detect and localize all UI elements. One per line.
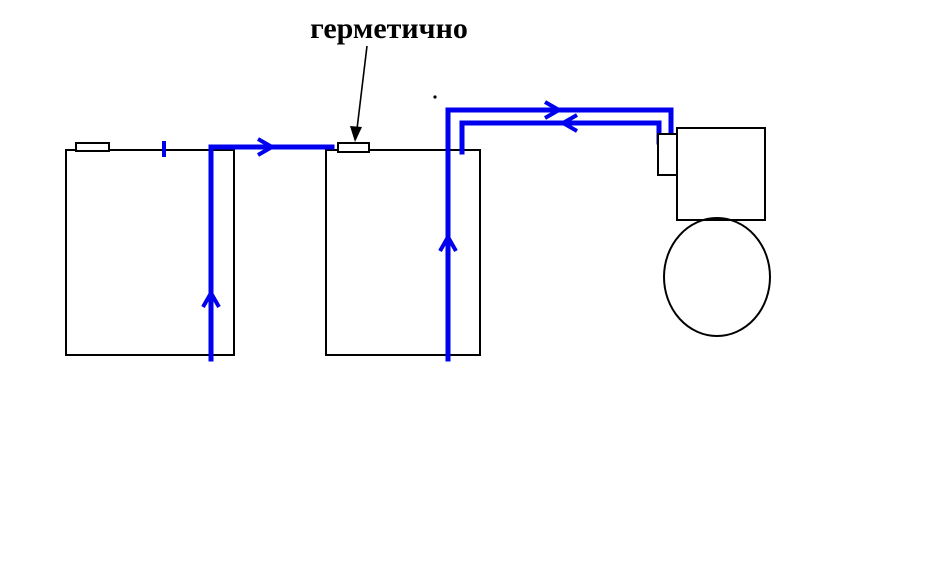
pump-inlet-connector: [657, 133, 678, 176]
arrow-right-top-pipe-icon: [544, 100, 564, 120]
middle-tank: [325, 149, 481, 356]
pump-body: [676, 127, 766, 221]
stray-dot: [433, 95, 437, 99]
arrow-up-middle-riser-icon: [438, 232, 458, 252]
annotation-arrow-line: [356, 45, 368, 130]
arrow-right-left-pipe-icon: [257, 137, 277, 157]
left-tank: [65, 149, 235, 356]
annotation-label: герметично: [310, 12, 468, 45]
annotation-arrowhead-icon: [350, 126, 362, 142]
pipe-middle-to-pump-outer: [445, 107, 674, 362]
pipe-middle-to-pump-inner: [459, 120, 662, 155]
left-tank-cap: [75, 142, 110, 152]
pipe-left-to-middle: [208, 144, 335, 362]
arrow-left-top-pipe-icon: [558, 113, 578, 133]
arrow-up-left-riser-icon: [201, 288, 221, 308]
pump-motor-circle: [663, 217, 771, 337]
middle-tank-sealed-cap: [337, 142, 370, 153]
